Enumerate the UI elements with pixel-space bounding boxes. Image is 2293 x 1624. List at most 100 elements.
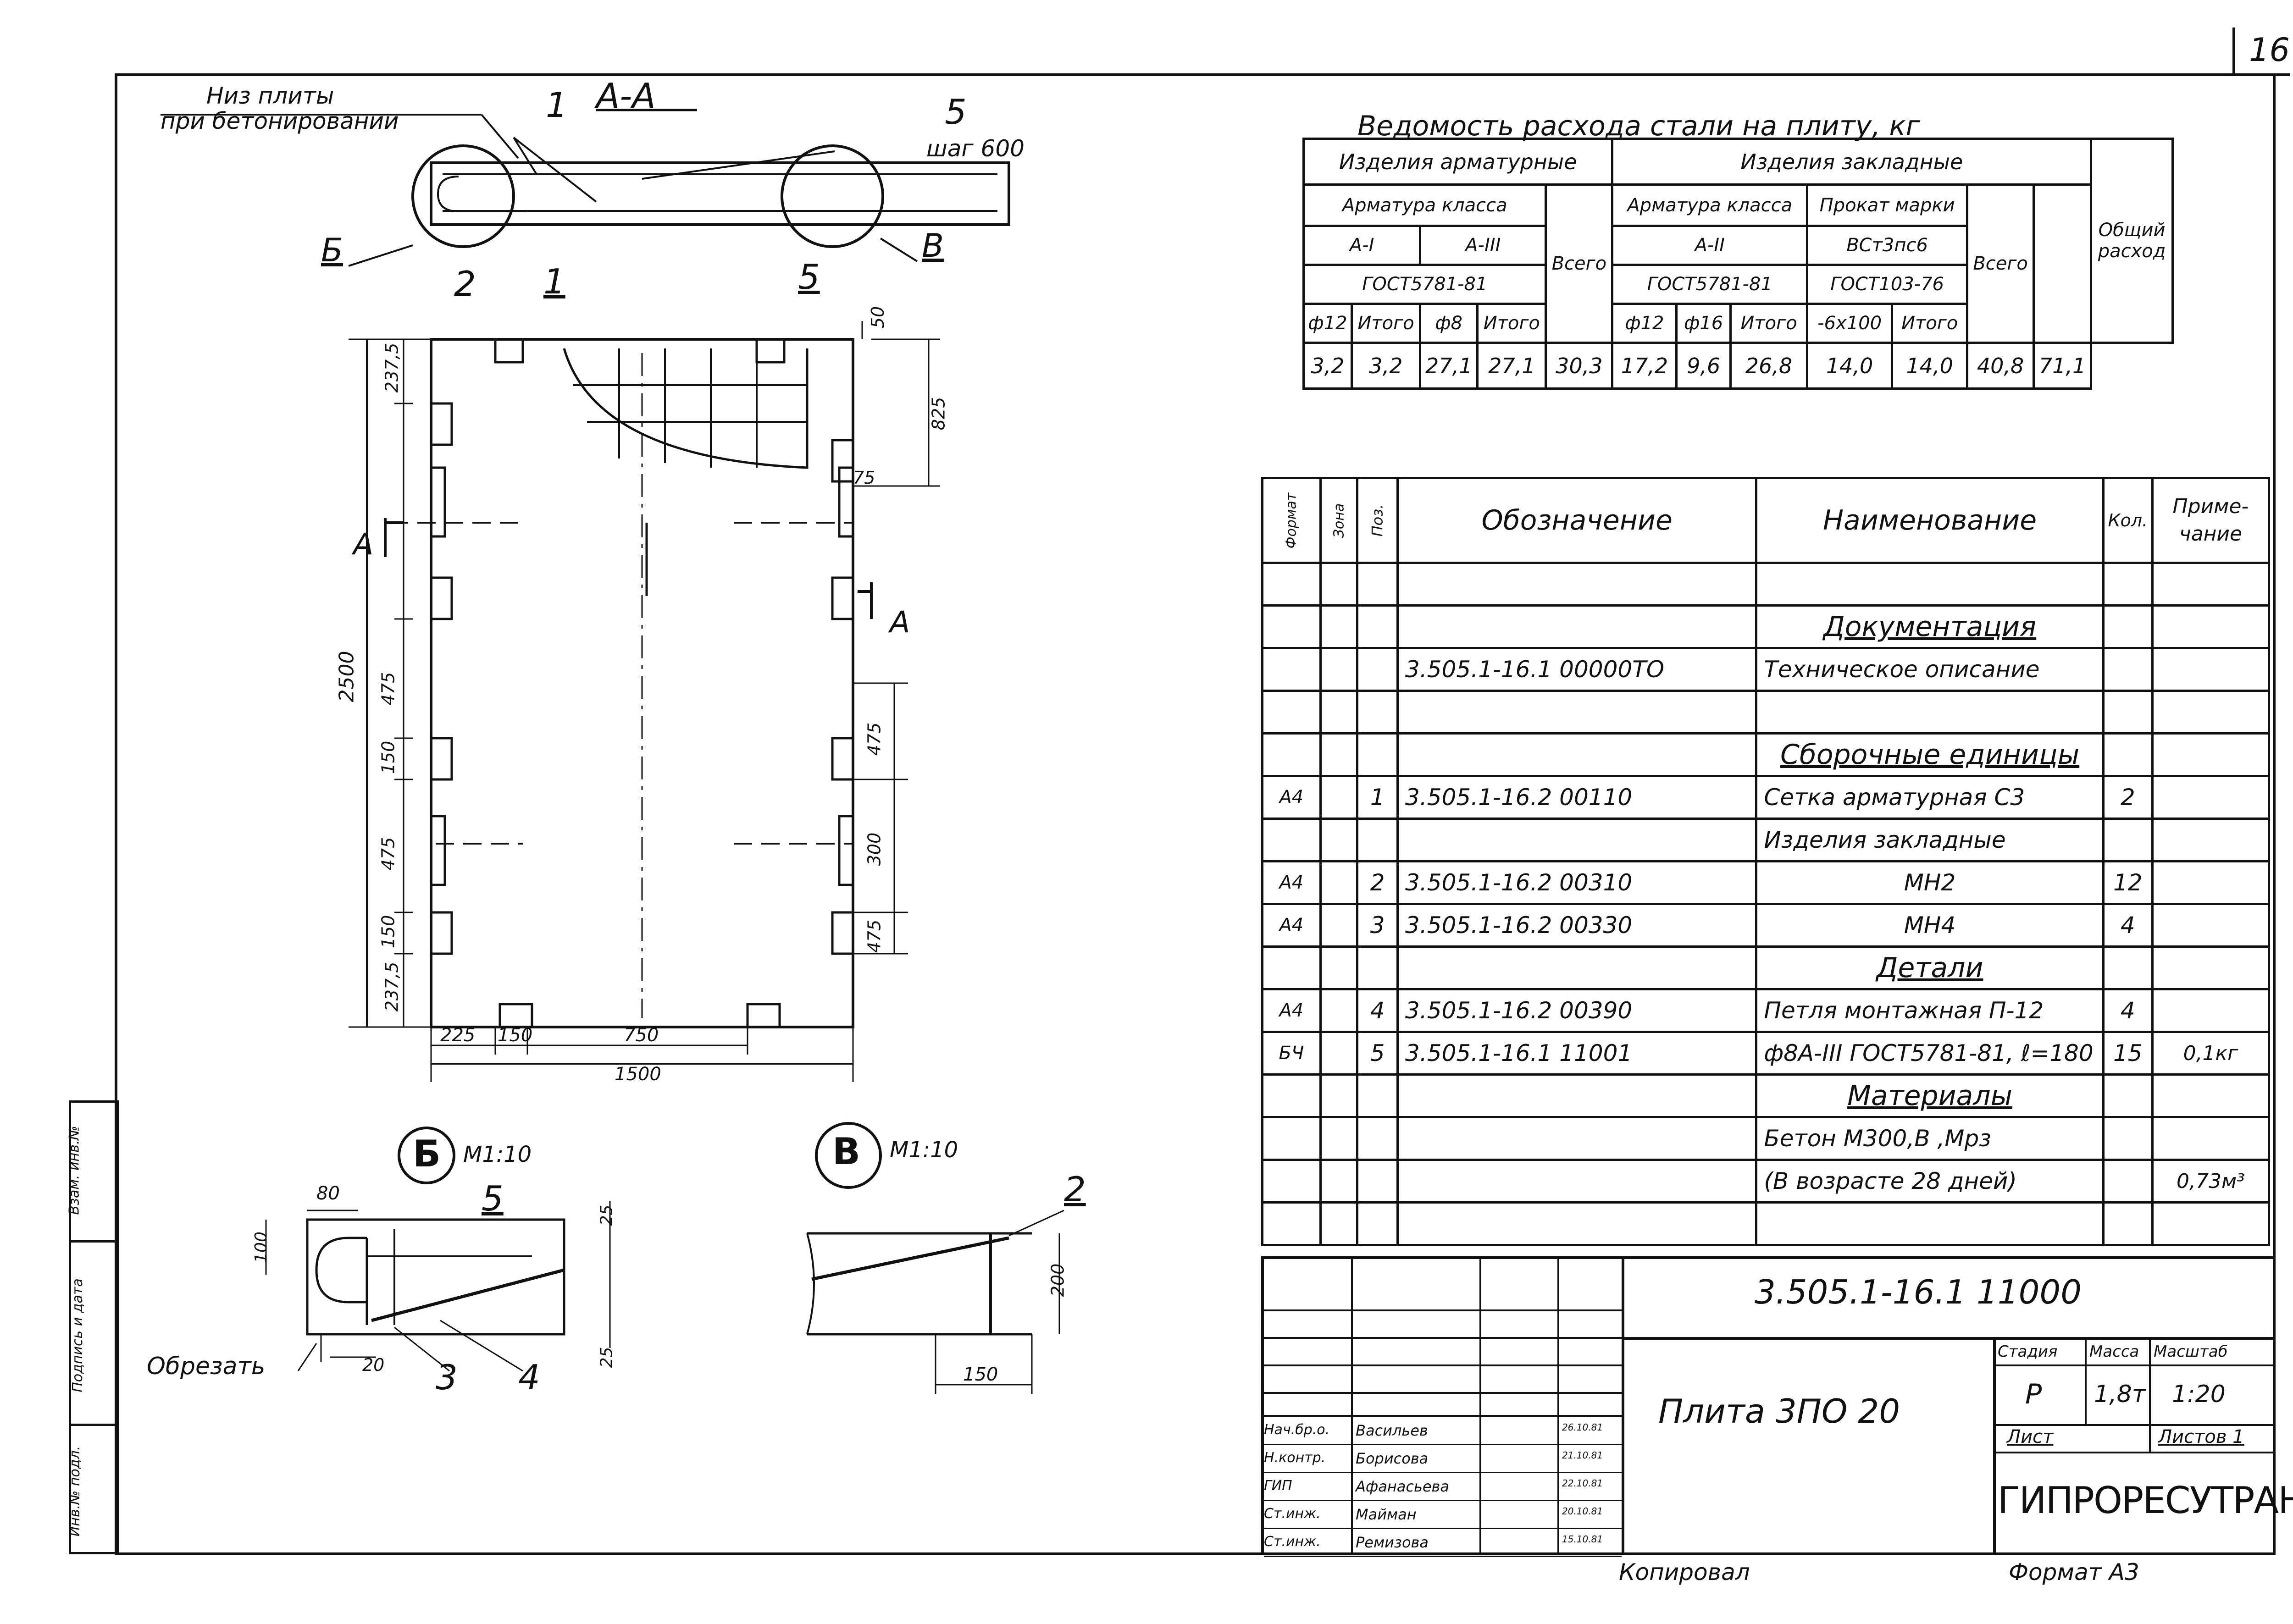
callout-b-label: Б [321,232,343,269]
spec-zone [1319,647,1359,692]
signature-role: Ст.инж. [1264,1506,1321,1522]
detail-b-dim-25b: 25 [597,1347,616,1368]
spec-qty [2102,647,2154,692]
title-copied: Копировал [1619,1559,1750,1585]
spec-designation: 3.505.1-16.2 00330 [1396,903,1758,948]
steel-grade: ВСт3пс6 [1806,225,1969,266]
spec-designation [1396,818,1758,862]
signature-role: ГИП [1264,1478,1292,1494]
spec-designation [1396,690,1758,735]
dim-b2: 150 [378,740,399,774]
dim-right-mid1: 475 [864,722,885,756]
spec-h-zone-text: Зона [1331,503,1347,538]
spec-zone [1319,988,1359,1033]
title-format: Формат А3 [2009,1559,2139,1585]
spec-designation [1396,732,1758,777]
steel-h-d12b: ф12 [1611,303,1678,344]
signature-date: 22.10.81 [1562,1478,1603,1489]
steel-value: 27,1 [1476,342,1547,390]
dim-top-edge: 50 [868,306,888,329]
detail-v-title: В [832,1130,860,1173]
spec-qty [2102,732,2154,777]
section-slab [430,161,1010,226]
signature-date: 21.10.81 [1562,1450,1603,1461]
steel-total-1: Всего [1545,183,1614,344]
spec-note [2151,903,2271,948]
spec-name: Петля монтажная П-12 [1755,988,2105,1033]
spec-h-zone: Зона [1319,477,1359,564]
spec-pos [1356,690,1399,735]
spec-pos [1356,1159,1399,1204]
dim-top-offset: 237,5 [382,342,402,393]
signature-name: Ремизова [1356,1534,1429,1551]
spec-h-qty: Кол. [2102,477,2154,564]
spec-zone [1319,1201,1359,1246]
steel-gost-rolled: ГОСТ103-76 [1806,264,1969,305]
spec-format [1261,1073,1322,1118]
spec-format [1261,945,1322,990]
spec-pos: 4 [1356,988,1399,1033]
steel-value: 14,0 [1891,342,1969,390]
spec-note [2151,732,2271,777]
spec-qty [2102,690,2154,735]
sheet-number: 16 [2249,31,2290,69]
spec-format [1261,604,1322,649]
steel-value: 40,8 [1966,342,2035,390]
spec-format [1261,647,1322,692]
section-mark-left: А [353,527,374,562]
spec-designation [1396,1159,1758,1204]
signature-date: 26.10.81 [1562,1422,1603,1433]
spec-zone [1319,732,1359,777]
dim-bottom-offset: 237,5 [382,961,402,1012]
spec-note [2151,1116,2271,1161]
spec-zone [1319,604,1359,649]
spec-zone [1319,860,1359,905]
title-stage-h: Стадия [1998,1342,2058,1361]
spec-designation: 3.505.1-16.2 00390 [1396,988,1758,1033]
spec-qty [2102,1159,2154,1204]
plan-pos-5: 5 [798,257,820,297]
detail-b-title: Б [413,1132,441,1175]
spec-zone [1319,562,1359,607]
steel-gost-rebar: ГОСТ5781-81 [1302,264,1547,305]
spec-pos [1356,1073,1399,1118]
spec-note [2151,818,2271,862]
spec-row: (В возрасте 28 дней)0,73м³ [1261,1159,2271,1204]
spec-pos [1356,818,1399,862]
spec-row: Сборочные единицы [1261,732,2271,777]
steel-value: 3,2 [1350,342,1422,390]
spec-name: Сетка арматурная С3 [1755,775,2105,820]
signature-name: Васильев [1356,1422,1428,1439]
spec-name: (В возрасте 28 дней) [1755,1159,2105,1204]
spec-format [1261,1116,1322,1161]
title-sheets-h: Листов 1 [2158,1426,2244,1447]
steel-a1: А-I [1302,225,1422,266]
spec-qty [2102,1116,2154,1161]
spec-h-format-text: Формат [1283,492,1300,548]
spec-format [1261,1159,1322,1204]
spec-pos [1356,1116,1399,1161]
drawing-frame [115,73,2276,1555]
steel-a2: А-II [1611,225,1809,266]
spec-qty [2102,818,2154,862]
spec-pos [1356,945,1399,990]
spec-name: Материалы [1755,1073,2105,1118]
dim-right-top: 825 [928,397,949,431]
spec-format: БЧ [1261,1031,1322,1076]
spec-zone [1319,1031,1359,1076]
steel-rebar-class: Арматура класса [1302,183,1547,227]
spec-designation: 3.505.1-16.1 00000ТО [1396,647,1758,692]
spec-h-note-text: Приме-чание [2172,495,2249,546]
side-stamp: Взам. инв.№ Подпись и дата Инв.№ подл. [66,1100,119,1554]
spec-pos [1356,562,1399,607]
spec-format: А4 [1261,988,1322,1033]
spec-qty: 2 [2102,775,2154,820]
